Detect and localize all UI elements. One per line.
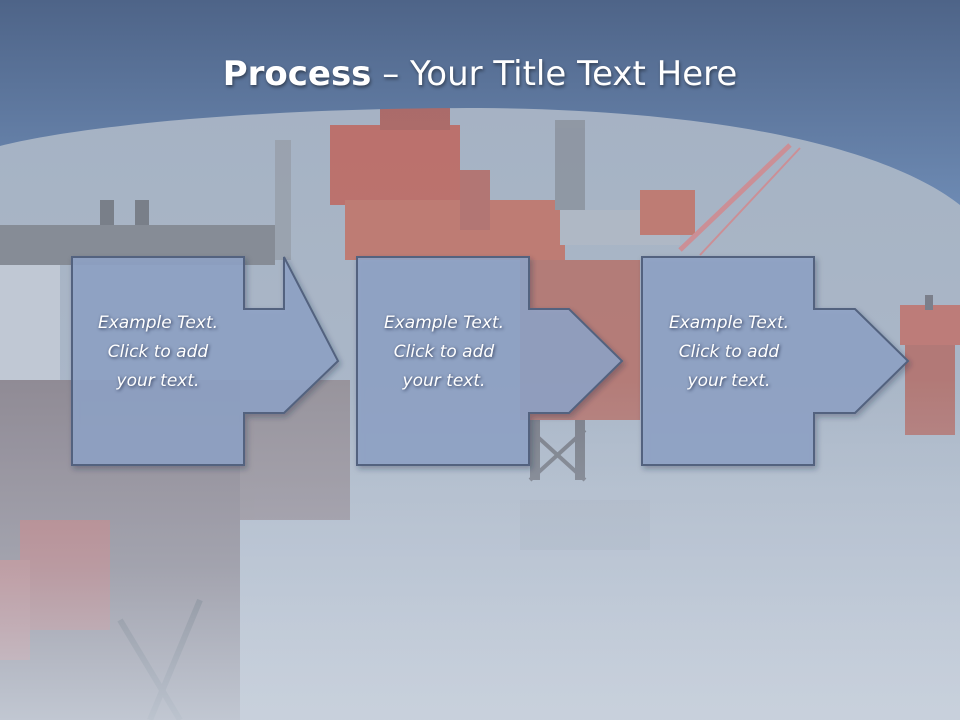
step-3-text: Example Text. Click to add your text. (654, 309, 804, 396)
step-1-line-2: Click to add (107, 341, 209, 362)
step-3-box[interactable]: Example Text. Click to add your text. (643, 257, 815, 465)
step-1-line-3: your text. (116, 370, 200, 391)
step-1-shape (71, 256, 340, 466)
step-2-shape (356, 256, 624, 466)
title-bold: Process (222, 54, 372, 94)
step-2-text: Example Text. Click to add your text. (369, 309, 519, 396)
slide-title[interactable]: Process – Your Title Text Here (0, 52, 960, 96)
step-3-shape (641, 256, 910, 466)
step-2-line-2: Click to add (393, 341, 495, 362)
step-2-line-3: your text. (402, 370, 486, 391)
central-platform (330, 100, 801, 550)
step-2-box[interactable]: Example Text. Click to add your text. (358, 257, 530, 465)
title-rest: – Your Title Text Here (371, 54, 738, 94)
step-2-line-1: Example Text. (383, 312, 505, 333)
step-1-line-1: Example Text. (97, 312, 219, 333)
step-1-box[interactable]: Example Text. Click to add your text. (72, 257, 244, 465)
step-3-line-1: Example Text. (668, 312, 790, 333)
step-1-text: Example Text. Click to add your text. (83, 309, 233, 396)
step-3-line-3: your text. (687, 370, 771, 391)
step-3-line-2: Click to add (678, 341, 780, 362)
